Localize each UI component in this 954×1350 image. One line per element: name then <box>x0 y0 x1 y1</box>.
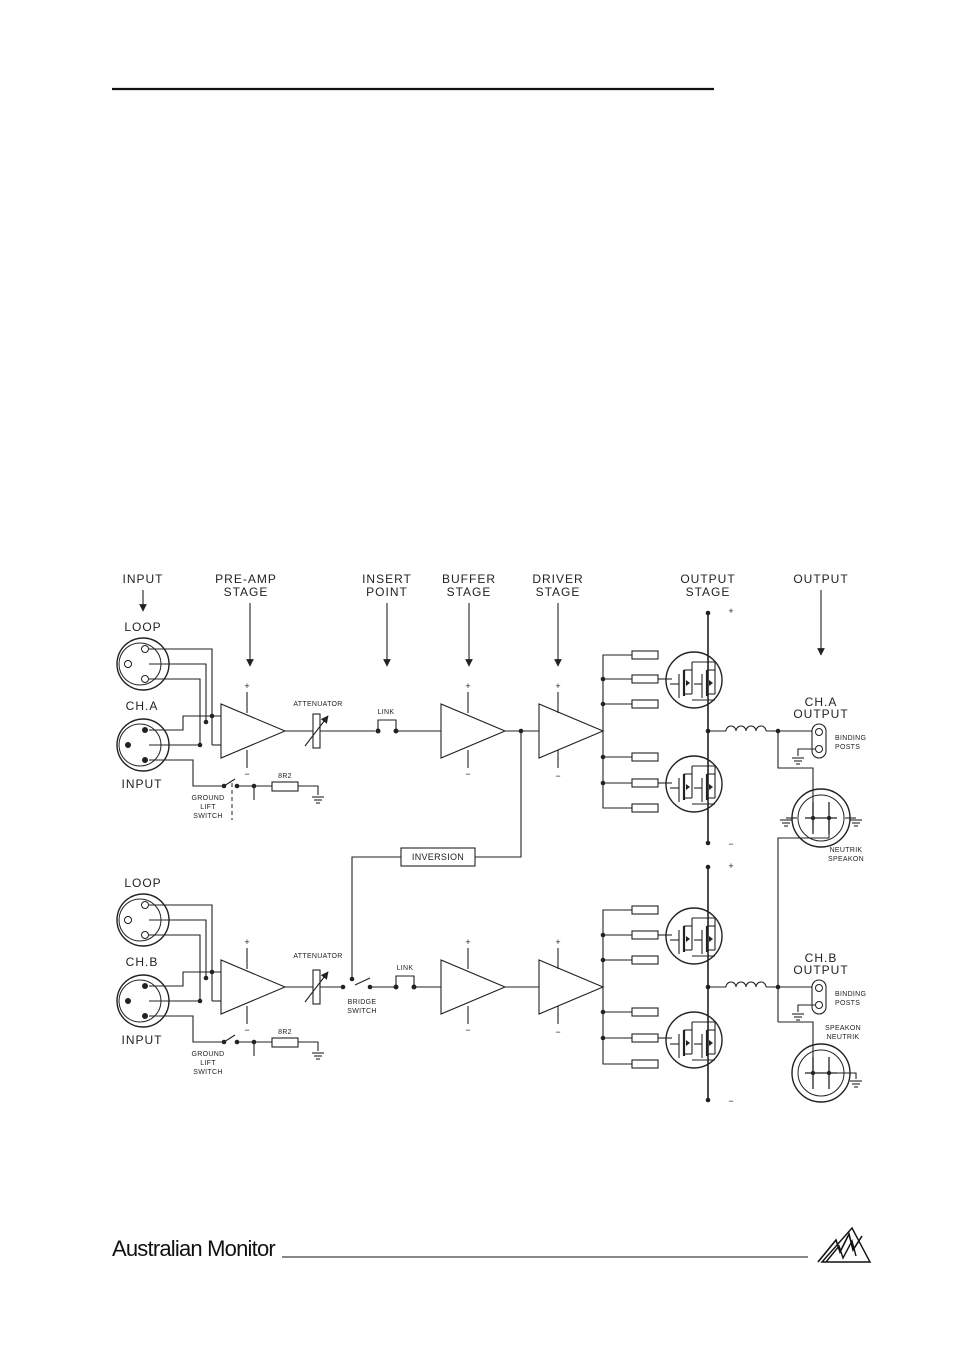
svg-text:+: + <box>465 681 470 691</box>
ch-b-preamp-triangle <box>220 959 287 1015</box>
label-preamp: PRE-AMP <box>215 572 277 586</box>
ch-b-bridge-switch[interactable] <box>354 977 371 986</box>
ch-a-output-label: CH.A <box>805 695 838 709</box>
inversion-label: INVERSION <box>412 852 464 862</box>
label-insert-point: POINT <box>366 585 408 599</box>
ch-b-buffer-triangle <box>440 959 507 1015</box>
svg-text:+: + <box>244 937 249 947</box>
ch-b-binding-posts[interactable] <box>811 979 827 1015</box>
footer-brand-wordmark: Australian Monitor <box>112 1236 276 1261</box>
ch-b-link-label: LINK <box>397 965 414 972</box>
ch-b-output-label: CH.B <box>805 951 838 965</box>
svg-text:NEUTRIK: NEUTRIK <box>827 1034 860 1041</box>
ch-a-input-label: INPUT <box>122 777 163 791</box>
ch-b-lower-mosfet <box>664 1010 724 1070</box>
svg-text:−: − <box>555 771 560 781</box>
svg-text:−: − <box>244 1025 249 1035</box>
ch-a-ground-lift-label: GROUND <box>192 795 225 802</box>
ch-a-upper-mosfet <box>664 650 724 710</box>
inversion-path: INVERSION <box>351 731 522 979</box>
channel-b-section: LOOP CH.B INPUT + − ATTENUATOR <box>116 861 866 1106</box>
ch-b-ground-lift-label: GROUND <box>192 1051 225 1058</box>
label-driver: DRIVER <box>532 572 583 586</box>
svg-text:+: + <box>555 937 560 947</box>
ch-a-insert-link[interactable] <box>377 719 397 731</box>
ch-a-buffer-triangle <box>440 703 507 759</box>
svg-text:+: + <box>465 937 470 947</box>
australian-monitor-logo-icon <box>817 1226 872 1263</box>
svg-text:−: − <box>465 769 470 779</box>
label-insert: INSERT <box>362 572 412 586</box>
svg-text:−: − <box>555 1027 560 1037</box>
svg-text:−: − <box>728 839 733 849</box>
ch-a-binding-label: BINDING <box>835 735 866 742</box>
ch-a-output-inductor <box>725 725 767 732</box>
ch-a-8r2-resistor <box>271 781 299 792</box>
ch-a-binding-posts[interactable] <box>811 723 827 759</box>
svg-text:−: − <box>244 769 249 779</box>
svg-text:OUTPUT: OUTPUT <box>793 963 848 977</box>
svg-text:LIFT: LIFT <box>200 804 216 811</box>
svg-text:−: − <box>465 1025 470 1035</box>
label-output-stage-2: STAGE <box>686 585 731 599</box>
label-preamp-stage: STAGE <box>224 585 269 599</box>
ch-b-insert-link[interactable] <box>395 975 415 987</box>
ch-a-link-label: LINK <box>378 709 395 716</box>
svg-text:+: + <box>244 681 249 691</box>
svg-text:POSTS: POSTS <box>835 1000 860 1007</box>
svg-text:SWITCH: SWITCH <box>193 813 222 820</box>
ch-b-channel-label: CH.B <box>126 955 159 969</box>
svg-text:+: + <box>728 861 733 871</box>
ch-b-output-inductor <box>725 981 767 988</box>
svg-text:OUTPUT: OUTPUT <box>793 707 848 721</box>
label-buffer-stage: STAGE <box>447 585 492 599</box>
label-input: INPUT <box>123 572 164 586</box>
svg-text:8R2: 8R2 <box>278 773 292 780</box>
label-buffer: BUFFER <box>442 572 496 586</box>
ch-b-bridge-label: BRIDGE <box>348 999 377 1006</box>
ch-a-attenuator-label: ATTENUATOR <box>293 701 342 708</box>
stage-labels: INPUT PRE-AMP STAGE INSERT POINT BUFFER … <box>123 572 848 599</box>
ch-a-speakon-label: NEUTRIK <box>830 847 863 854</box>
label-output: OUTPUT <box>793 572 848 586</box>
ch-b-driver-triangle <box>538 959 605 1015</box>
ch-a-channel-label: CH.A <box>126 699 159 713</box>
svg-text:−: − <box>728 1096 733 1106</box>
ch-b-upper-mosfet <box>664 906 724 966</box>
svg-text:SPEAKON: SPEAKON <box>828 856 864 863</box>
label-driver-stage: STAGE <box>536 585 581 599</box>
svg-text:8R2: 8R2 <box>278 1029 292 1036</box>
ch-b-loop-label: LOOP <box>124 876 161 890</box>
ch-a-driver-triangle <box>538 703 605 759</box>
ch-b-8r2-resistor <box>271 1037 299 1048</box>
svg-text:LIFT: LIFT <box>200 1060 216 1067</box>
svg-text:POSTS: POSTS <box>835 744 860 751</box>
ch-a-preamp-triangle <box>220 703 287 759</box>
svg-text:SWITCH: SWITCH <box>347 1008 376 1015</box>
svg-text:+: + <box>728 606 733 616</box>
ch-b-binding-label: BINDING <box>835 991 866 998</box>
label-output-stage: OUTPUT <box>680 572 735 586</box>
ch-a-lower-mosfet <box>664 754 724 814</box>
ch-b-input-label: INPUT <box>122 1033 163 1047</box>
svg-text:+: + <box>555 681 560 691</box>
channel-a-section: LOOP CH.A INPUT + − ATTENUATOR <box>116 606 866 1022</box>
ch-a-loop-label: LOOP <box>124 620 161 634</box>
ch-b-speakon-label: SPEAKON <box>825 1025 861 1032</box>
ch-b-attenuator-label: ATTENUATOR <box>293 953 342 960</box>
stage-arrows <box>139 590 825 667</box>
svg-text:SWITCH: SWITCH <box>193 1069 222 1076</box>
